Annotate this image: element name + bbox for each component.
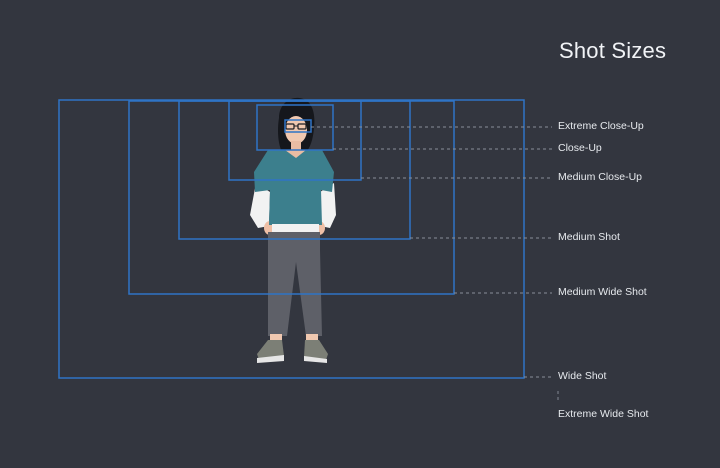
frame-wide-shot	[58, 99, 525, 379]
label-medium-wide-shot: Medium Wide Shot	[558, 286, 647, 298]
label-close-up: Close-Up	[558, 142, 602, 154]
label-extreme-wide-shot: Extreme Wide Shot	[558, 408, 649, 420]
frame-medium-close-up	[228, 100, 362, 181]
person-illustration	[250, 97, 336, 363]
label-medium-close-up: Medium Close-Up	[558, 171, 643, 183]
label-wide-shot: Wide Shot	[558, 370, 607, 382]
label-extreme-close-up: Extreme Close-Up	[558, 120, 644, 132]
label-medium-shot: Medium Shot	[558, 231, 620, 243]
frame-extreme-close-up	[284, 119, 312, 133]
frame-close-up	[256, 104, 334, 151]
page-title: Shot Sizes	[559, 38, 667, 63]
